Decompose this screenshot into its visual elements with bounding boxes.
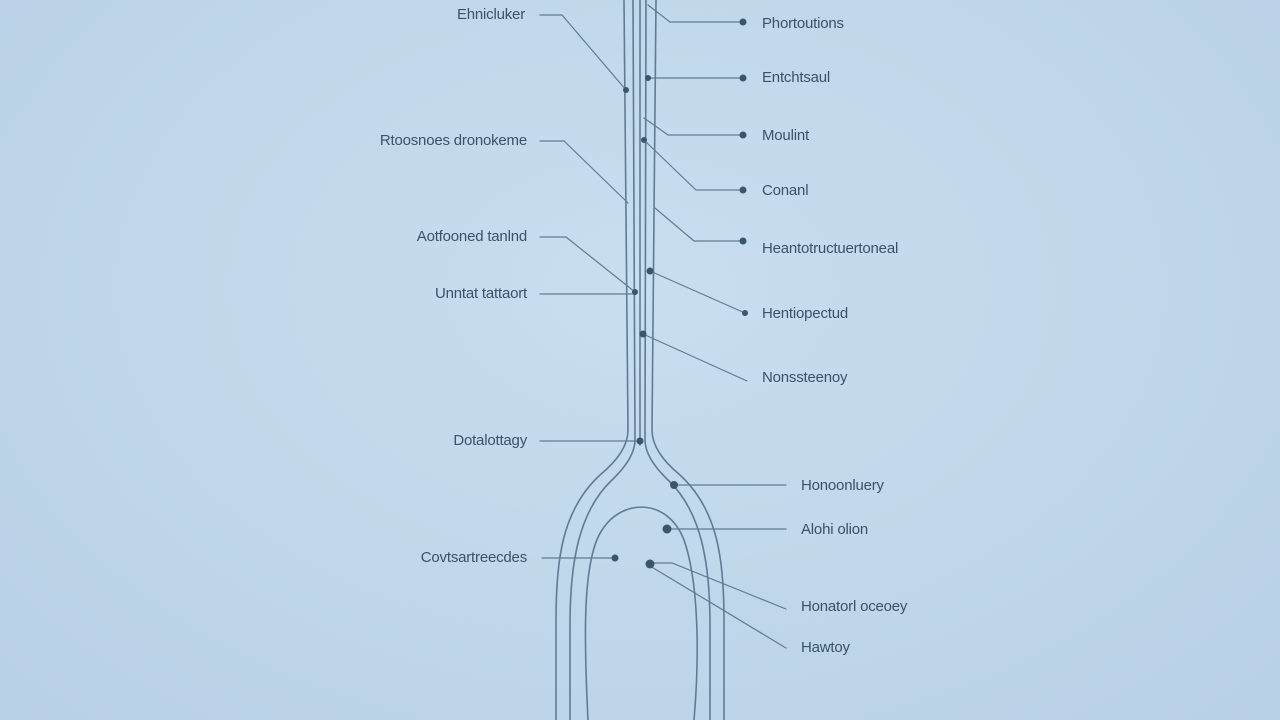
label-right-9: Alohi olion — [801, 521, 869, 538]
marker-dot — [670, 481, 678, 489]
marker-dot — [742, 310, 748, 316]
marker-dot — [739, 131, 747, 139]
label-right-10: Honatorl oceoey — [801, 598, 908, 615]
label-left-4: Unntat tattaort — [434, 285, 527, 302]
outer-tube-outline-right — [651, 0, 725, 720]
marker-dot — [632, 289, 638, 295]
marker-dot — [623, 87, 629, 93]
inner-loop — [584, 506, 698, 720]
marker-dot — [739, 186, 747, 194]
leader-right-10 — [649, 562, 787, 610]
label-left-3: Aotfooned tanlnd — [416, 228, 527, 245]
label-right-7: Nonssteenoy — [762, 369, 848, 386]
marker-dot — [636, 437, 644, 445]
marker-dot — [611, 554, 619, 562]
leader-right-1 — [647, 4, 744, 23]
label-right-6: Hentiopectud — [762, 305, 848, 322]
leader-right-4 — [643, 139, 744, 191]
leader-left-3 — [539, 236, 636, 293]
label-right-3: Moulint — [762, 127, 809, 144]
label-right-11: Hawtoy — [801, 639, 850, 656]
inner-tube-right — [644, 0, 711, 720]
leader-left-2 — [539, 140, 629, 204]
label-right-8: Honoonluery — [801, 477, 884, 494]
inner-tube-left — [569, 0, 636, 720]
marker-dot — [645, 559, 655, 569]
label-left-1: Ehnicluker — [456, 6, 525, 23]
marker-dot — [646, 267, 654, 275]
leader-right-7 — [642, 333, 748, 382]
leader-right-3 — [643, 117, 744, 136]
marker-dot — [645, 75, 651, 81]
leader-right-5 — [654, 207, 744, 242]
outer-tube-outline — [555, 0, 629, 720]
label-left-6: Covtsartreecdes — [420, 549, 527, 566]
marker-dot — [662, 524, 672, 534]
label-right-5: Heantotructuertoneal — [762, 240, 899, 257]
marker-dot — [739, 74, 747, 82]
marker-dot — [739, 237, 747, 245]
label-right-1: Phortoutions — [762, 15, 844, 32]
marker-dot — [639, 330, 647, 338]
label-left-2: Rtoosnoes dronokeme — [379, 132, 527, 149]
leader-right-6 — [649, 270, 746, 314]
marker-dot — [739, 18, 747, 26]
leader-right-11 — [649, 565, 787, 649]
label-right-2: Entchtsaul — [762, 69, 831, 86]
label-right-4: Conanl — [762, 182, 809, 199]
marker-dot — [641, 137, 647, 143]
label-left-5: Dotalottagy — [453, 432, 527, 449]
leader-left-1 — [539, 14, 627, 91]
